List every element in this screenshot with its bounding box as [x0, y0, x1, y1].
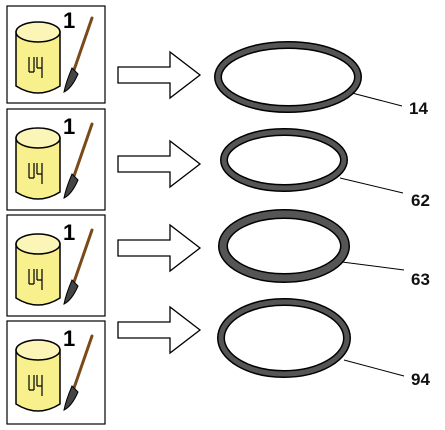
o-ring-fill [219, 210, 349, 282]
right-arrow-icon [117, 50, 202, 100]
quantity-label: 1 [63, 8, 75, 33]
brush-icon [63, 122, 94, 199]
o-ring-fill [221, 129, 347, 191]
callout-label: 62 [411, 191, 430, 210]
brush-icon [63, 16, 94, 93]
diagram-row: 1 14 [6, 5, 428, 118]
quantity-label: 1 [63, 114, 75, 139]
leader-line [341, 261, 405, 271]
diagram-row: 1 63 [6, 209, 430, 317]
right-arrow-icon [117, 305, 202, 355]
right-arrow-icon [117, 139, 202, 189]
diagram-row: 1 62 [6, 108, 430, 211]
lubricant-pot-icon [15, 21, 61, 94]
brush-icon [63, 228, 94, 305]
leader-line [343, 359, 405, 377]
lubricant-pot-icon [15, 233, 61, 306]
lubricant-pot-icon [15, 127, 61, 200]
quantity-label: 1 [63, 220, 75, 245]
lubricant-pot-icon [15, 339, 61, 412]
brush-icon [63, 334, 94, 411]
o-ring-fill [215, 42, 361, 112]
callout-label: 14 [409, 99, 428, 118]
diagram-row: 1 94 [6, 298, 430, 425]
leader-line [339, 177, 404, 194]
leader-line [351, 92, 403, 107]
right-arrow-icon [117, 223, 202, 273]
quantity-label: 1 [63, 326, 75, 351]
callout-label: 94 [411, 370, 430, 389]
callout-label: 63 [411, 270, 430, 289]
o-ring-fill [218, 299, 350, 377]
